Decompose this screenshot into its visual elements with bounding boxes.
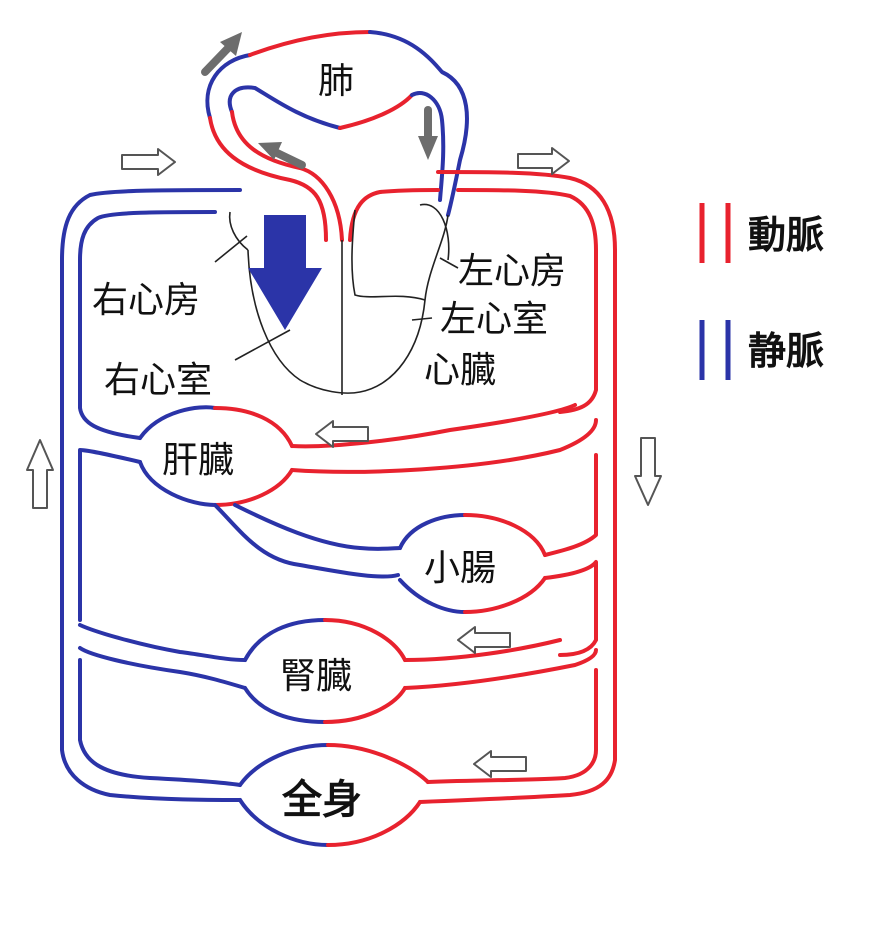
big-blue-arrow-icon	[248, 215, 322, 330]
whole-body-label: 全身	[281, 777, 362, 823]
legend-artery: 動脈	[699, 203, 824, 263]
legend: 動脈 静脈	[699, 203, 824, 380]
gray-arrow-icon	[418, 106, 438, 160]
heart-label: 心臓	[424, 350, 496, 391]
hollow-arrow-icon	[457, 626, 511, 654]
hollow-arrows	[26, 147, 662, 778]
hollow-arrow-icon	[473, 750, 527, 778]
right-atrium-label: 右心房	[92, 280, 200, 321]
hollow-arrow-icon	[517, 147, 570, 175]
gray-arrow-icon	[201, 32, 242, 76]
legend-artery-label: 動脈	[748, 213, 824, 257]
labels: 肺 右心房 右心室 左心房 左心室 心臓 肝臓 小腸 腎臓 全身	[92, 61, 566, 823]
legend-vein: 静脈	[699, 320, 824, 380]
hollow-arrow-icon	[315, 420, 369, 448]
liver-label: 肝臓	[162, 440, 234, 481]
lung-loop	[205, 30, 469, 242]
legend-vein-label: 静脈	[748, 329, 824, 373]
heart-shape	[228, 203, 450, 395]
hollow-arrow-icon	[121, 148, 176, 176]
lung-label: 肺	[318, 61, 354, 102]
right-ventricle-label: 右心室	[104, 360, 212, 401]
pointer-lines	[214, 235, 459, 361]
kidney-label: 腎臓	[280, 656, 352, 697]
systemic-circuit	[60, 170, 617, 847]
gray-arrows	[201, 32, 438, 169]
hollow-arrow-icon	[26, 439, 54, 509]
hollow-arrow-icon	[634, 437, 662, 506]
left-ventricle-label: 左心室	[440, 299, 548, 340]
gray-arrow-icon	[258, 142, 306, 169]
left-atrium-label: 左心房	[458, 251, 566, 292]
small-intestine-label: 小腸	[424, 548, 496, 589]
